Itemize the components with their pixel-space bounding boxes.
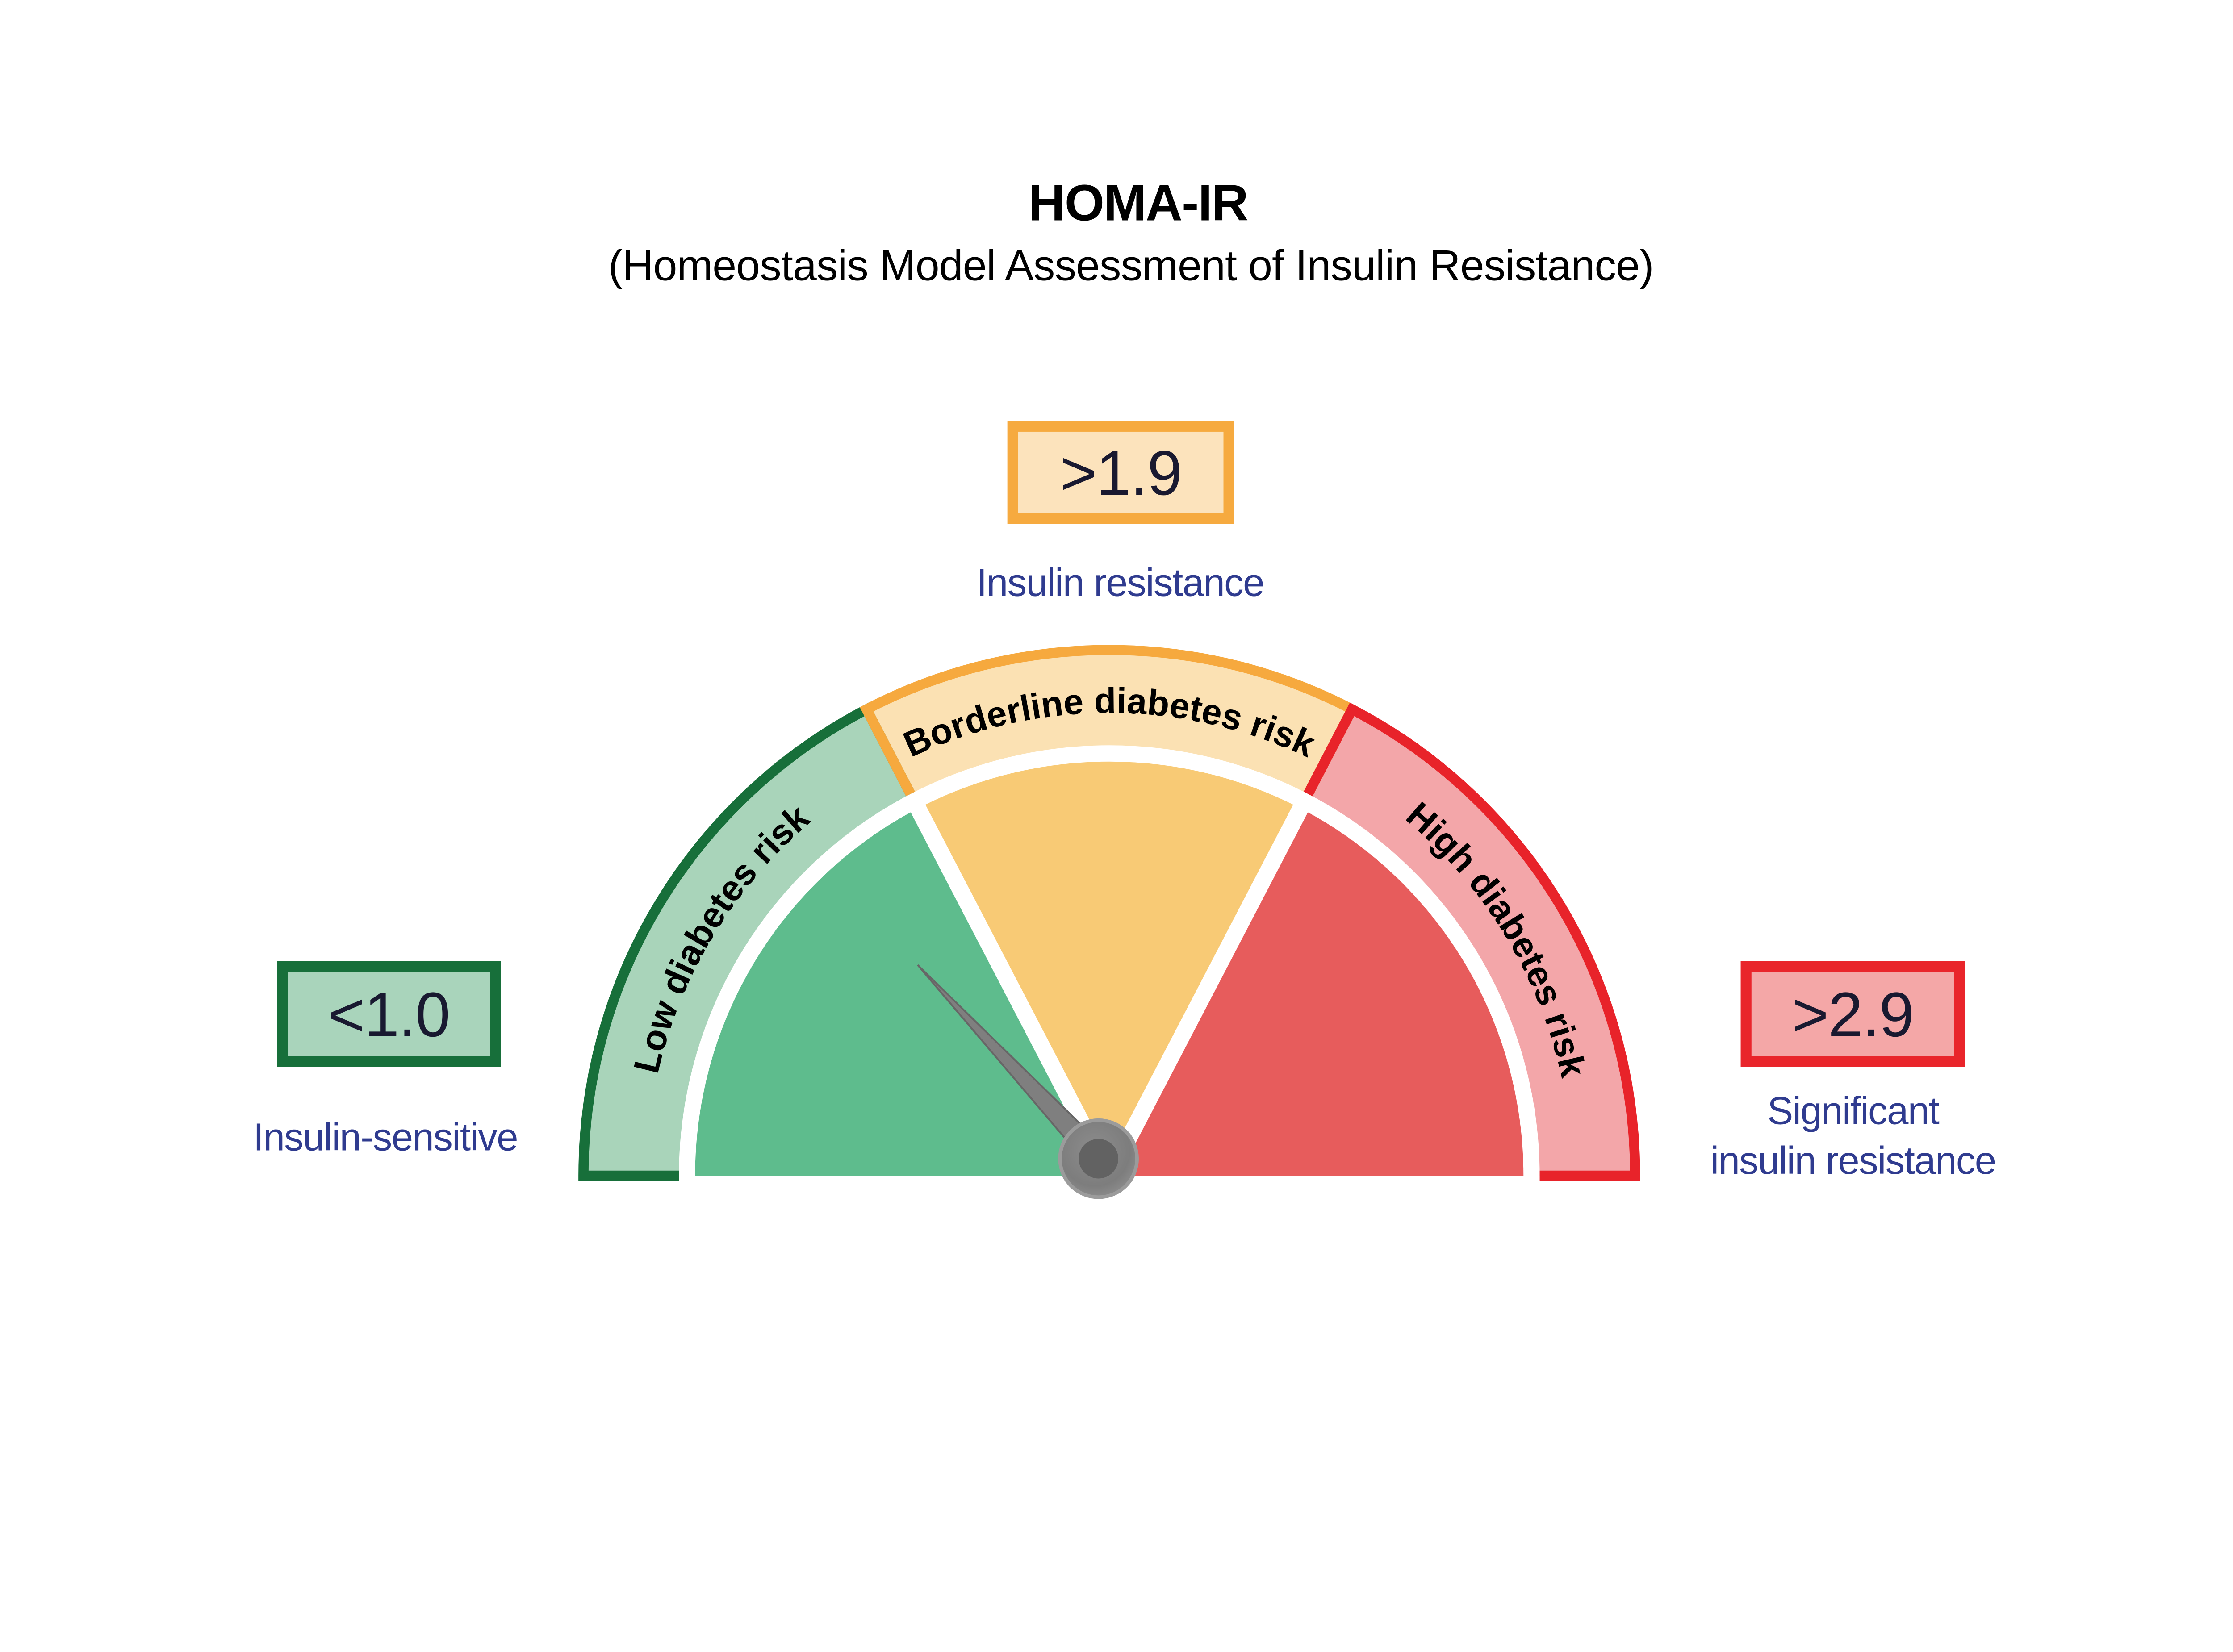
sector-high-diabetes-risk [1109,808,1524,1176]
page-subtitle: (Homeostasis Model Assessment of Insulin… [608,241,1654,289]
gauge-chart-canvas: HOMA-IR (Homeostasis Model Assessment of… [253,174,1997,1199]
callout-significant-insulin-resistance: >2.9 Significant insulin resistance [1710,961,1996,1182]
ring-low-diabetes-risk [583,709,911,1176]
sector-separator-left [903,790,1117,1180]
value-box-high [1740,961,1965,1067]
needle-hub-center [1079,1139,1119,1179]
gauge-outer-ring [578,645,1640,1181]
ring-outline-borderline [860,645,1359,797]
caption-significant-line2: insulin resistance [1710,1139,1996,1182]
gauge-needle-group [917,964,1139,1199]
caption-insulin-sensitive: Insulin-sensitive [253,1116,518,1159]
caption-significant-line1: Significant [1767,1089,1939,1133]
callout-insulin-resistance: >1.9 Insulin resistance [976,421,1265,605]
ring-high-diabetes-risk [1308,709,1635,1176]
ring-outline-high [1304,702,1640,1181]
sector-separator-right [1102,790,1316,1180]
value-high-threshold: >2.9 [1792,979,1913,1050]
ring-outline-low [578,702,915,1181]
gauge-inner-sectors [695,761,1524,1180]
value-box-low [277,961,501,1067]
callout-insulin-sensitive: <1.0 Insulin-sensitive [253,961,519,1159]
ring-borderline-diabetes-risk [866,650,1352,794]
page-title: HOMA-IR [1029,175,1248,232]
caption-insulin-resistance: Insulin resistance [976,561,1264,605]
homa-ir-gauge-figure: HOMA-IR (Homeostasis Model Assessment of… [253,174,1997,1199]
value-borderline-threshold: >1.9 [1060,438,1182,508]
value-box-borderline [1007,421,1234,524]
value-low-threshold: <1.0 [328,979,450,1050]
sector-low-diabetes-risk [695,808,1109,1176]
sector-borderline-diabetes-risk [918,761,1301,1176]
